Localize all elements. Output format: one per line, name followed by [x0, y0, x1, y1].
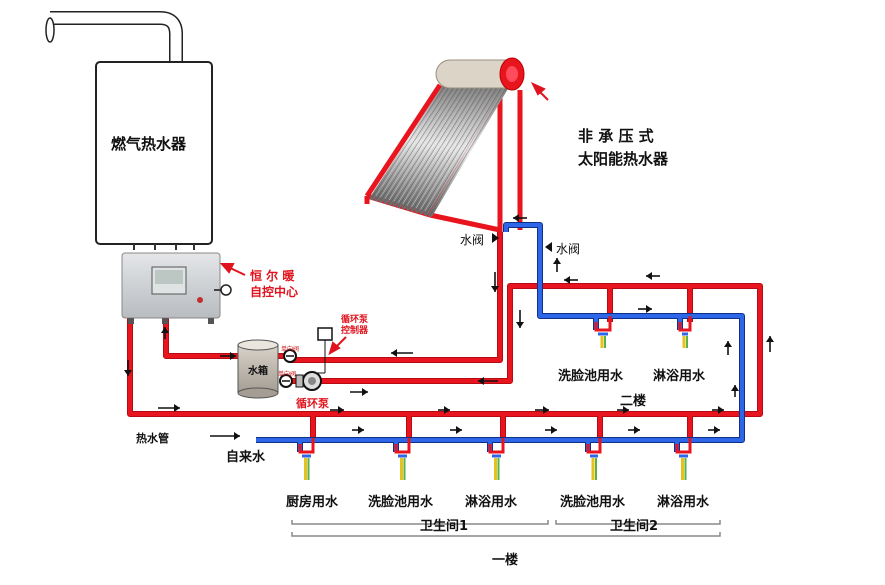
gas-heater-label: 燃气热水器	[111, 135, 187, 153]
water-tank-label: 水箱	[248, 366, 268, 377]
flow-arrow-head	[553, 258, 561, 264]
flow-arrow-head	[234, 432, 240, 440]
flow-arrow-head	[478, 377, 484, 385]
flow-arrow-head	[724, 341, 732, 347]
hot-water-pipe-label: 热水管	[136, 432, 169, 445]
flow-arrow-head	[516, 322, 524, 328]
valve-left-symbol	[492, 233, 499, 243]
vacuum-tube-edge	[425, 83, 504, 214]
flow-arrow-head	[714, 426, 720, 434]
outlet-label-1f-shower-2: 淋浴用水	[657, 495, 710, 510]
vacuum-tube-edge	[394, 83, 471, 205]
outlet-label-2f-shower: 淋浴用水	[653, 369, 706, 384]
circulation-pump	[295, 371, 322, 391]
bathroom2-label: 卫生间2	[610, 519, 659, 534]
vacuum-tube-edge	[430, 83, 509, 216]
faucet-hot-branch	[586, 438, 602, 454]
flow-arrow-head	[362, 388, 368, 396]
control-center-box	[121, 252, 221, 324]
valve-right-symbol	[545, 242, 552, 252]
faucet-hot-branch	[594, 316, 612, 332]
vacuum-tube-edge	[380, 83, 456, 201]
gas-water-heater	[45, 11, 213, 250]
circulation-pump-label: 循环泵	[296, 397, 329, 410]
check-valve-lower	[279, 374, 293, 388]
pump-controller-box	[314, 327, 333, 374]
pressure-gauge	[214, 284, 232, 296]
flow-arrow-head	[766, 336, 774, 342]
solar-water-heater	[364, 57, 525, 233]
annotation-arrows	[219, 81, 549, 356]
solar-heater-label: 非 承 压 式 太阳能热水器	[578, 127, 669, 168]
outlet-label-1f-washbasin-1: 洗脸池用水	[368, 495, 434, 510]
check-valve-label-lower: 单向阀	[278, 371, 297, 378]
controller-label: 恒 尔 暖 自控中心	[250, 269, 299, 299]
flow-arrows	[124, 214, 774, 440]
faucets	[298, 316, 692, 480]
valve-right-label: 水阀	[556, 242, 581, 256]
outlet-label-1f-washbasin-2: 洗脸池用水	[560, 495, 626, 510]
vacuum-tube-edge	[416, 83, 495, 212]
faucet-hot-branch	[298, 438, 315, 454]
flow-arrow-head	[491, 286, 499, 292]
flow-arrow-head	[174, 404, 180, 412]
valve-left-label: 水阀	[460, 233, 485, 247]
second-floor-label: 二楼	[620, 394, 647, 409]
flow-arrow-head	[646, 272, 652, 280]
vacuum-tube-edge	[407, 83, 485, 209]
flow-arrow-head	[634, 426, 640, 434]
vacuum-tube-edge	[371, 83, 447, 199]
outlet-label-1f-kitchen: 厨房用水	[286, 495, 339, 510]
vacuum-tube-edge	[412, 83, 490, 210]
outlet-label-2f-washbasin: 洗脸池用水	[558, 369, 624, 384]
flow-arrow-head	[623, 406, 629, 414]
tap-water-label: 自来水	[226, 450, 266, 465]
room-brackets	[291, 520, 721, 537]
flow-arrow-head	[543, 406, 549, 414]
faucet-hot-branch	[675, 438, 692, 454]
flow-arrow-head	[230, 352, 236, 360]
pump-controller-label: 循环泵 控制器	[341, 315, 369, 336]
flow-arrow-head	[456, 426, 462, 434]
bathroom1-label: 卫生间1	[420, 519, 469, 534]
flow-arrow-head	[124, 370, 132, 376]
vacuum-tube-edge	[398, 83, 476, 206]
flow-arrow-head	[444, 406, 450, 414]
check-valve-upper	[283, 349, 297, 363]
faucet-hot-branch	[488, 438, 505, 454]
outlet-label-1f-shower-1: 淋浴用水	[465, 495, 518, 510]
faucet-hot-branch	[678, 316, 692, 332]
vacuum-tube-edge	[389, 83, 466, 204]
faucet-hot-branch	[394, 438, 411, 454]
flow-arrow-head	[551, 426, 557, 434]
water-tank	[237, 339, 279, 399]
flow-arrow-head	[718, 406, 724, 414]
first-floor-label: 一楼	[492, 553, 519, 568]
check-valve-label-upper: 单向阀	[281, 346, 300, 353]
flow-arrow-head	[731, 385, 739, 391]
flow-arrow-head	[358, 426, 364, 434]
flow-arrow-head	[646, 305, 652, 313]
flow-arrow-head	[391, 349, 397, 357]
flow-arrow-head	[161, 327, 169, 333]
vacuum-tube-edge	[421, 83, 500, 213]
vacuum-tube-edge	[385, 83, 461, 203]
flow-arrow-head	[564, 276, 570, 284]
flow-arrow-head	[513, 214, 519, 222]
flow-arrow-head	[338, 406, 344, 414]
vacuum-tube-edge	[403, 83, 480, 208]
vacuum-tube-edge	[376, 83, 452, 200]
